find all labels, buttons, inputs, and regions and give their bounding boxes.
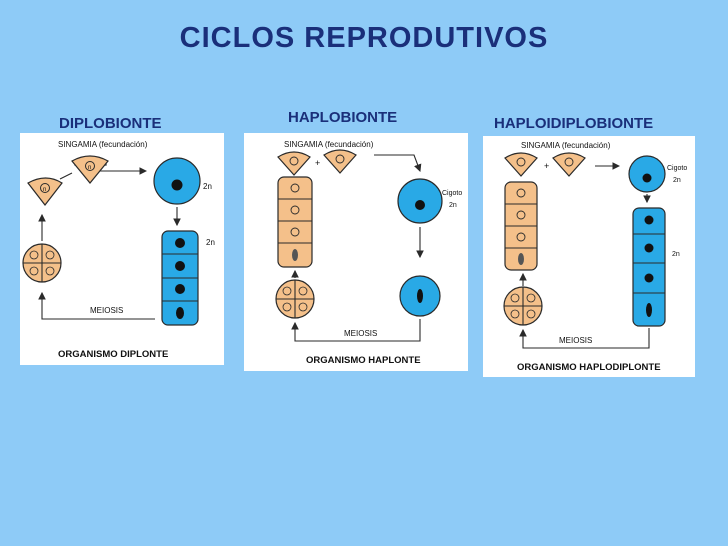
gamete-left [277, 151, 311, 176]
svg-text:2n: 2n [449, 202, 457, 209]
singamia-label: SINGAMIA (fecundación) [521, 141, 611, 150]
meiosis-label: MEIOSIS [559, 336, 592, 345]
gamete-right [552, 152, 586, 177]
diploid-organism [632, 207, 666, 327]
zygote-cell [397, 178, 443, 224]
diagram-haplonte: SINGAMIA (fecundación) + Cigoto 2n [244, 133, 468, 371]
zygote-cell [628, 155, 666, 193]
arrow-to-zygote [374, 154, 422, 173]
meiosis-cell [399, 275, 441, 317]
diagram-diplonte: SINGAMIA (fecundación) n n 2n 2n [20, 133, 224, 365]
meiosis-label: MEIOSIS [344, 329, 377, 338]
haploid-organism [277, 176, 313, 268]
page-title: CICLOS REPRODUTIVOS [179, 22, 549, 54]
zygote-cell [153, 157, 201, 205]
diploid-organism [161, 230, 199, 326]
footer-label: ORGANISMO HAPLONTE [306, 355, 421, 366]
label-haplobionte: HAPLOBIONTE [288, 109, 398, 126]
svg-text:n: n [43, 187, 46, 193]
svg-text:2n: 2n [672, 251, 680, 258]
svg-text:Cigoto: Cigoto [667, 165, 687, 172]
fusion-line [59, 172, 73, 180]
singamia-label: SINGAMIA (fecundación) [284, 140, 374, 149]
meiosis-tetrad [22, 243, 62, 283]
gamete-left: n [27, 177, 63, 206]
label-haploidiplobionte: HAPLOIDIPLOBIONTE [494, 115, 654, 132]
gamete-left [504, 152, 538, 177]
gamete-top: n [71, 155, 109, 184]
meiosis-tetrad [503, 286, 543, 326]
gamete-right [323, 149, 357, 174]
svg-text:2n: 2n [673, 177, 681, 184]
svg-text:2n: 2n [203, 182, 212, 191]
footer-label: ORGANISMO DIPLONTE [58, 349, 168, 360]
svg-text:Cigoto: Cigoto [442, 190, 462, 197]
meiosis-label: MEIOSIS [90, 306, 123, 315]
haploid-organism [504, 181, 538, 271]
svg-text:+: + [544, 161, 549, 171]
svg-text:n: n [88, 165, 91, 171]
diagram-haplodiplonte: SINGAMIA (fecundación) + Cigoto 2n 2n [483, 136, 695, 377]
singamia-label: SINGAMIA (fecundación) [58, 140, 148, 149]
meiosis-tetrad [275, 279, 315, 319]
footer-label: ORGANISMO HAPLODIPLONTE [517, 362, 661, 373]
svg-text:+: + [315, 158, 320, 168]
svg-text:2n: 2n [206, 238, 215, 247]
label-diplobionte: DIPLOBIONTE [59, 115, 162, 132]
